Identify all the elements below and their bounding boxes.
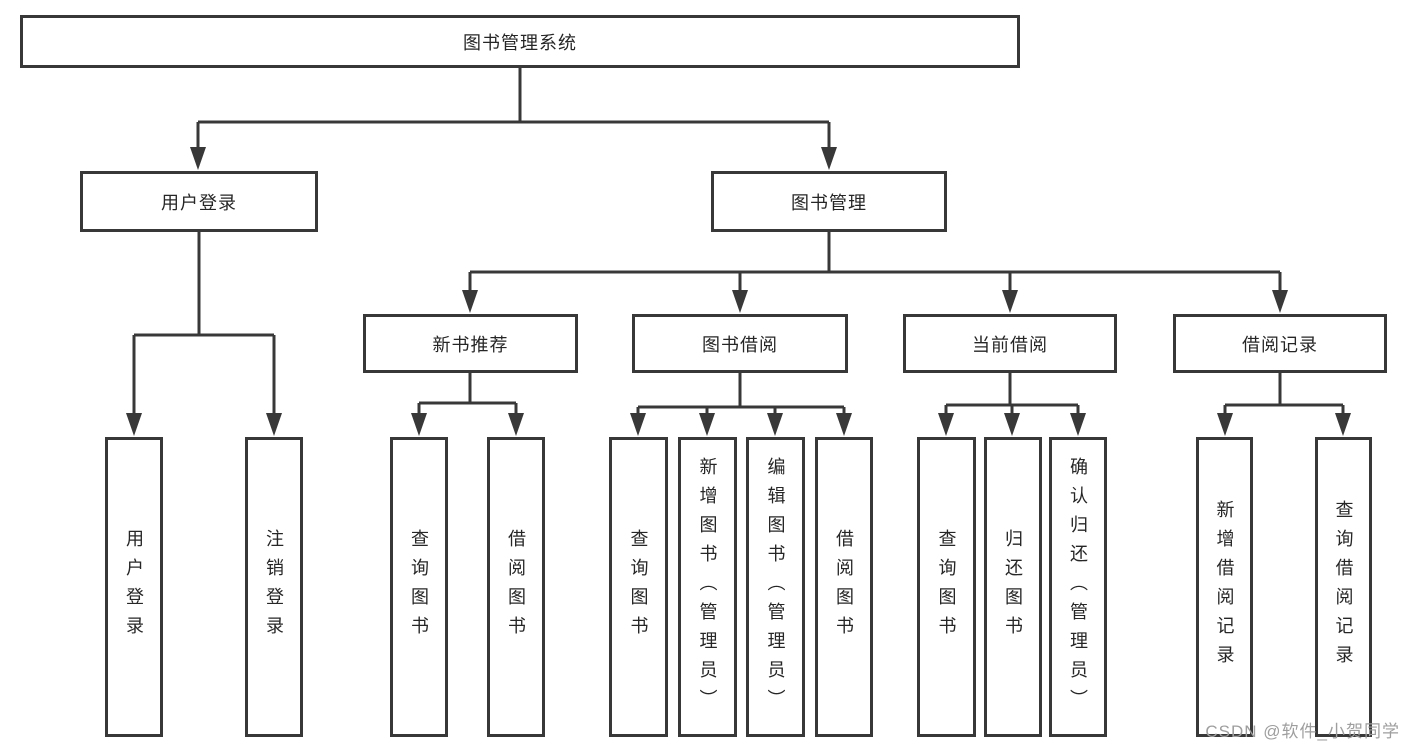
node-user-login-label: 用户登录 <box>161 192 237 213</box>
leaf-logout: 注销登录 <box>245 437 303 737</box>
leaf-query-books-borrowing: 查询图书 <box>609 437 668 737</box>
node-borrow-records: 借阅记录 <box>1173 314 1387 373</box>
node-book-management: 图书管理 <box>711 171 947 232</box>
arrowhead-icons <box>126 147 1351 436</box>
node-new-book-recommend: 新书推荐 <box>363 314 578 373</box>
leaf-return-books-label: 归还图书 <box>1003 529 1023 645</box>
leaf-borrow-books-recommend-label: 借阅图书 <box>506 529 526 645</box>
leaf-user-login: 用户登录 <box>105 437 163 737</box>
node-book-borrowing-label: 图书借阅 <box>702 334 778 355</box>
leaf-borrow-books-borrowing: 借阅图书 <box>815 437 873 737</box>
leaf-return-books: 归还图书 <box>984 437 1042 737</box>
leaf-edit-books-admin: 编辑图书（管理员） <box>746 437 805 737</box>
leaf-add-books-admin: 新增图书（管理员） <box>678 437 737 737</box>
leaf-confirm-return-admin: 确认归还（管理员） <box>1049 437 1107 737</box>
leaf-query-borrow-record: 查询借阅记录 <box>1315 437 1372 737</box>
leaf-add-books-admin-label: 新增图书（管理员） <box>697 456 718 718</box>
leaf-query-books-current-label: 查询图书 <box>936 529 957 645</box>
leaf-confirm-return-admin-label: 确认归还（管理员） <box>1068 456 1088 718</box>
node-root: 图书管理系统 <box>20 15 1020 68</box>
leaf-query-borrow-record-label: 查询借阅记录 <box>1333 500 1354 674</box>
leaf-query-books-recommend: 查询图书 <box>390 437 448 737</box>
node-book-borrowing: 图书借阅 <box>632 314 848 373</box>
leaf-query-books-recommend-label: 查询图书 <box>409 529 429 645</box>
leaf-query-books-current: 查询图书 <box>917 437 976 737</box>
leaf-add-borrow-record: 新增借阅记录 <box>1196 437 1253 737</box>
node-book-management-label: 图书管理 <box>791 192 867 213</box>
leaf-logout-label: 注销登录 <box>264 529 284 645</box>
node-current-borrowing: 当前借阅 <box>903 314 1117 373</box>
node-new-book-recommend-label: 新书推荐 <box>432 334 509 355</box>
leaf-user-login-label: 用户登录 <box>124 529 144 645</box>
leaf-borrow-books-borrowing-label: 借阅图书 <box>834 529 854 645</box>
leaf-query-books-borrowing-label: 查询图书 <box>628 529 649 645</box>
leaf-add-borrow-record-label: 新增借阅记录 <box>1214 500 1235 674</box>
leaf-edit-books-admin-label: 编辑图书（管理员） <box>765 456 786 718</box>
node-current-borrowing-label: 当前借阅 <box>972 334 1048 355</box>
node-root-label: 图书管理系统 <box>463 32 577 53</box>
node-user-login: 用户登录 <box>80 171 318 232</box>
leaf-borrow-books-recommend: 借阅图书 <box>487 437 545 737</box>
node-borrow-records-label: 借阅记录 <box>1242 334 1318 355</box>
watermark: CSDN @软件_小贺同学 <box>1205 722 1400 741</box>
